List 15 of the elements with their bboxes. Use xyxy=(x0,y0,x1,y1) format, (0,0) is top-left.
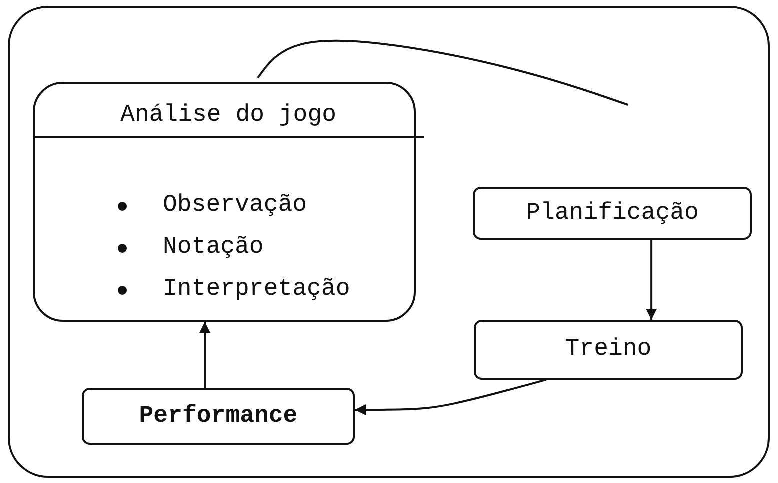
box-label: Planificação xyxy=(525,200,700,228)
connector-line xyxy=(257,40,628,106)
arrow xyxy=(646,240,658,320)
arrow xyxy=(200,322,210,388)
list-item: Observação xyxy=(163,192,308,220)
process-box xyxy=(82,388,355,445)
box-label: Treino xyxy=(564,336,653,364)
arrow xyxy=(355,379,546,416)
frame-box xyxy=(8,6,770,478)
process-box xyxy=(473,187,752,240)
list-item: Interpretação xyxy=(163,276,350,304)
box-heading: Análise do jogo xyxy=(33,102,424,138)
process-box xyxy=(474,320,743,380)
list-item: Notação xyxy=(163,234,264,262)
box-label: Performance xyxy=(138,402,299,430)
